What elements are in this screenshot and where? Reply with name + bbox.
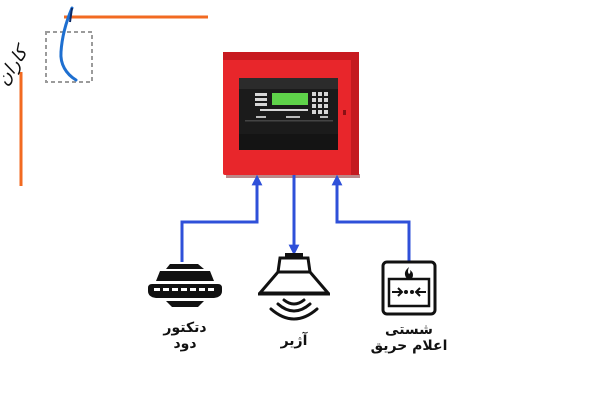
logo-pen-icon [59, 6, 78, 82]
connector-manual-call-point [331, 174, 411, 262]
connector-smoke-detector [180, 174, 263, 262]
fire-alarm-control-panel [223, 52, 360, 178]
manual-call-point-label-line-2: اعلام حریق [370, 338, 448, 354]
smoke-detector-label: دتکتور دود [145, 320, 225, 352]
panel-buttons [255, 92, 328, 114]
panel-lock [343, 110, 346, 115]
logo-text: کاران [0, 41, 34, 90]
manual-call-point-label-line-1: شستی [385, 322, 433, 338]
manual-call-point-icon [381, 260, 437, 316]
siren-label-line-1: آژیر [280, 333, 308, 349]
siren-label: آژیر [254, 333, 334, 349]
arrow-left-icon [414, 287, 426, 297]
smoke-detector-icon [148, 264, 222, 307]
panel-lcd [272, 93, 308, 105]
manual-call-point-label: شستی اعلام حریق [364, 322, 454, 354]
smoke-detector-label-line-2: دود [173, 336, 197, 352]
connectors [180, 174, 411, 262]
siren-icon [258, 253, 330, 321]
logo-frame [45, 31, 93, 83]
smoke-detector-label-line-1: دتکتور [163, 320, 207, 336]
arrow-right-icon [392, 287, 404, 297]
flame-icon [404, 267, 413, 279]
logo: کاران [0, 6, 208, 186]
